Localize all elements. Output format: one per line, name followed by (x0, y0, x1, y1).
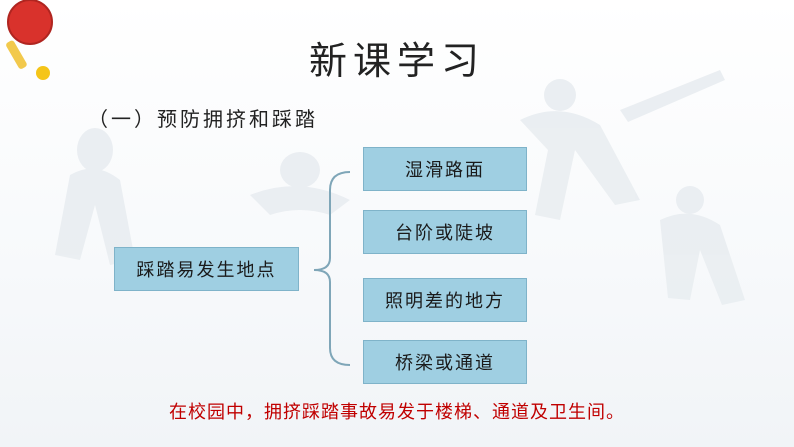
section-subtitle: （一）预防拥挤和踩踏 (88, 107, 318, 131)
diagram-item-box: 桥梁或通道 (363, 340, 527, 384)
diagram-item-box: 照明差的地方 (363, 278, 527, 322)
page-title: 新课学习 (308, 39, 485, 83)
brace-connector (313, 171, 351, 366)
ping-pong-ball-icon (36, 66, 50, 80)
root-box: 踩踏易发生地点 (114, 247, 299, 291)
diagram-item-box: 台阶或陡坡 (363, 210, 527, 254)
note-text: 在校园中，拥挤踩踏事故易发于楼梯、通道及卫生间。 (169, 402, 625, 423)
diagram-item-box: 湿滑路面 (363, 147, 527, 191)
ping-pong-paddle-icon (6, 0, 53, 69)
